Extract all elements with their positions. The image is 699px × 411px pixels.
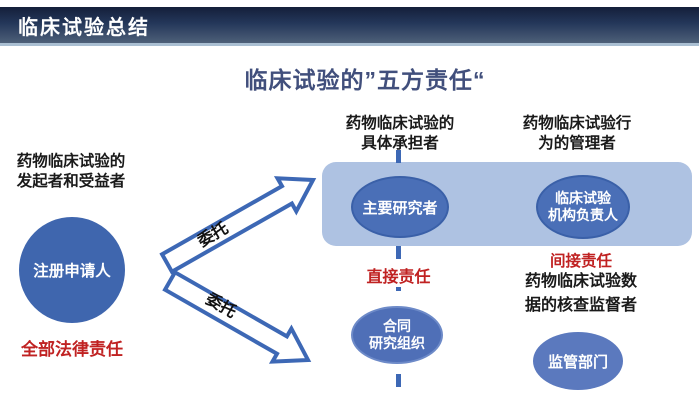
regulator-label: 监管部门: [547, 353, 608, 371]
conductor-role-label: 药物临床试验的 具体承担者: [345, 115, 455, 152]
manager-role-label: 药物临床试验行 为的管理者: [522, 115, 632, 152]
cro-label: 合同 研究组织: [369, 318, 425, 351]
header-bar: 临床试验总结: [0, 7, 699, 46]
primary-investigator-label: 主要研究者: [362, 199, 438, 217]
cro-ellipse: 合同 研究组织: [351, 306, 443, 364]
regulator-ellipse: 监管部门: [533, 332, 623, 390]
header-title: 临床试验总结: [18, 16, 150, 39]
supervisor-role-label: 药物临床试验数 据的核查监督者: [524, 273, 637, 314]
primary-investigator-ellipse: 主要研究者: [351, 176, 449, 238]
sponsor-ellipse-label: 注册申请人: [33, 263, 111, 280]
direct-responsibility-label: 直接责任: [338, 263, 459, 287]
indirect-responsibility-label: 间接责任: [549, 253, 612, 270]
sponsor-ellipse: 注册申请人: [19, 217, 125, 323]
slide-title: 临床试验的”五方责任“: [244, 67, 486, 93]
delegate-arrow-top-icon: [159, 176, 317, 275]
institution-head-label: 临床试验 机构负责人: [548, 190, 618, 223]
institution-head-ellipse: 临床试验 机构负责人: [536, 175, 630, 239]
delegate-arrow-bottom-icon: [162, 269, 312, 364]
sponsor-role-label: 药物临床试验的 发起者和受益者: [16, 153, 126, 190]
sponsor-responsibility-label: 全部法律责任: [21, 340, 123, 359]
